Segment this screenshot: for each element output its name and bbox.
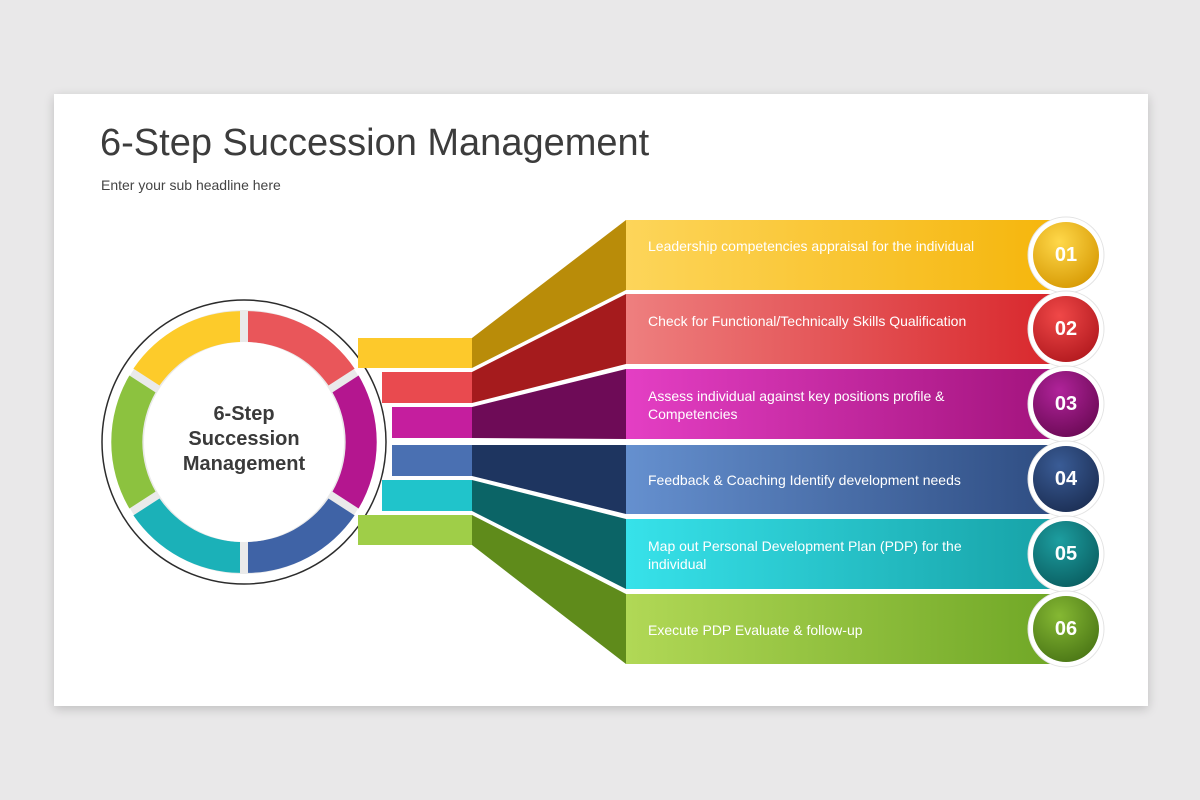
page-subtitle: Enter your sub headline here: [101, 177, 281, 193]
wheel-segment-2: [248, 311, 355, 386]
step-3-number: 03: [1054, 393, 1078, 415]
side-panel-4: [472, 445, 626, 514]
step-6-text: Execute PDP Evaluate & follow-up: [648, 622, 863, 638]
stub-2: [382, 372, 472, 403]
side-panels: [472, 220, 626, 664]
band-3: [626, 369, 1066, 439]
band-6: [626, 594, 1066, 664]
badge-2: [1033, 296, 1099, 362]
step-5-number: 05: [1054, 543, 1078, 565]
number-badges: [1027, 216, 1105, 668]
step-4-number: 04: [1054, 468, 1078, 490]
band-2: [626, 294, 1066, 364]
stub-6: [358, 515, 472, 545]
badge-4: [1033, 446, 1099, 512]
step-2-number: 02: [1054, 318, 1078, 340]
badge-5: [1033, 521, 1099, 587]
wheel-segment-3: [332, 375, 377, 509]
badge-1: [1033, 222, 1099, 288]
page-title: 6-Step Succession Management: [100, 122, 650, 164]
connector-stubs: [358, 338, 472, 545]
step-3-text: Assess individual against key positions …: [648, 388, 945, 422]
stub-1: [358, 338, 472, 368]
wheel-label-line-3: Management: [182, 453, 306, 475]
stub-3: [392, 407, 472, 438]
badge-3: [1033, 371, 1099, 437]
band-1: [626, 220, 1066, 290]
stub-5: [382, 480, 472, 511]
band-4: [626, 445, 1066, 514]
step-bands: [626, 220, 1066, 664]
wheel-segment-5: [133, 498, 240, 573]
badge-6: [1033, 596, 1099, 662]
side-panel-5: [472, 480, 626, 589]
step-6-number: 06: [1054, 618, 1078, 640]
wheel-segment-6: [111, 375, 156, 509]
step-4-text: Feedback & Coaching Identify development…: [648, 472, 961, 488]
step-2-text: Check for Functional/Technically Skills …: [648, 313, 967, 329]
side-panel-1: [472, 220, 626, 368]
wheel-segment-4: [248, 498, 355, 573]
wheel-label-line-2: Succession: [188, 428, 300, 450]
side-panel-3: [472, 369, 626, 439]
side-panel-6: [472, 515, 626, 664]
band-5: [626, 519, 1066, 589]
side-panel-2: [472, 294, 626, 403]
wheel: [101, 299, 387, 585]
wheel-center: [144, 342, 344, 542]
step-5-text: Map out Personal Development Plan (PDP) …: [648, 538, 962, 572]
wheel-center-label: 6-Step Succession Management: [158, 402, 330, 477]
wheel-segment-1: [133, 311, 240, 386]
wheel-label-line-1: 6-Step: [213, 403, 275, 425]
stub-4: [392, 445, 472, 476]
step-1-number: 01: [1054, 244, 1078, 266]
step-1-text: Leadership competencies appraisal for th…: [648, 238, 975, 254]
